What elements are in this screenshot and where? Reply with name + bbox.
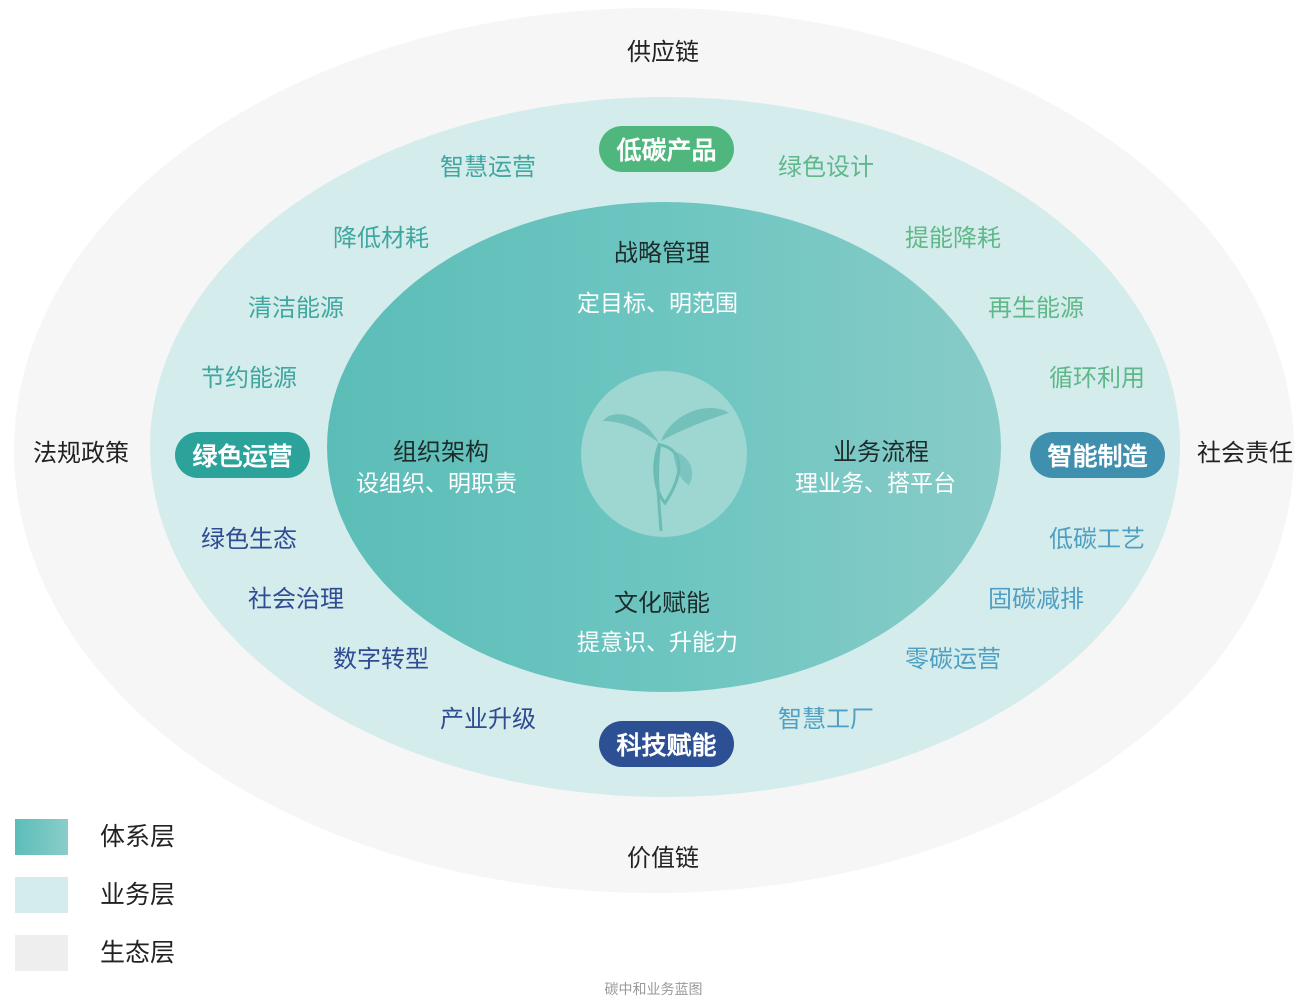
business-item: 绿色生态 [201, 525, 297, 553]
business-item: 固碳减排 [988, 585, 1084, 613]
business-item: 循环利用 [1049, 364, 1145, 392]
figure-caption: 碳中和业务蓝图 [604, 982, 703, 998]
legend-label-system: 体系层 [100, 822, 176, 851]
business-item: 智慧工厂 [778, 705, 874, 733]
business-item: 节约能源 [201, 364, 297, 392]
pill-low-carbon-products: 低碳产品 [599, 126, 734, 172]
center-disk [581, 371, 747, 537]
system-top-sub: 定目标、明范围 [577, 291, 738, 317]
business-item: 再生能源 [988, 294, 1084, 322]
business-item: 智慧运营 [440, 153, 536, 181]
pill-smart-manufacturing: 智能制造 [1030, 432, 1165, 478]
legend-label-business: 业务层 [100, 880, 176, 909]
business-item: 降低材耗 [333, 224, 429, 252]
business-item: 零碳运营 [905, 645, 1001, 673]
system-left-sub: 设组织、明职责 [356, 471, 517, 497]
legend-swatch-business [15, 877, 68, 913]
sprout-icon [603, 408, 729, 532]
system-bottom-sub: 提意识、升能力 [577, 630, 738, 656]
eco-label-policy: 法规政策 [33, 439, 129, 467]
system-bottom-title: 文化赋能 [614, 589, 710, 617]
business-item: 社会治理 [248, 585, 344, 613]
eco-label-value-chain: 价值链 [627, 844, 699, 872]
system-top-title: 战略管理 [614, 239, 710, 267]
business-item: 产业升级 [440, 705, 536, 733]
system-left-title: 组织架构 [393, 438, 489, 466]
pill-green-operations: 绿色运营 [175, 432, 310, 478]
business-item: 低碳工艺 [1049, 525, 1145, 553]
business-item: 清洁能源 [248, 294, 344, 322]
business-item: 绿色设计 [778, 153, 874, 181]
system-right-title: 业务流程 [833, 438, 929, 466]
legend-swatch-ecosystem [15, 935, 68, 971]
business-item: 提能降耗 [905, 224, 1001, 252]
legend-swatch-system [15, 819, 68, 855]
eco-label-social-responsibility: 社会责任 [1197, 439, 1293, 467]
business-item: 数字转型 [333, 645, 429, 673]
eco-label-supply-chain: 供应链 [627, 38, 699, 66]
legend-label-ecosystem: 生态层 [100, 938, 176, 967]
pill-tech-empowerment: 科技赋能 [599, 721, 734, 767]
system-right-sub: 理业务、搭平台 [795, 471, 956, 497]
